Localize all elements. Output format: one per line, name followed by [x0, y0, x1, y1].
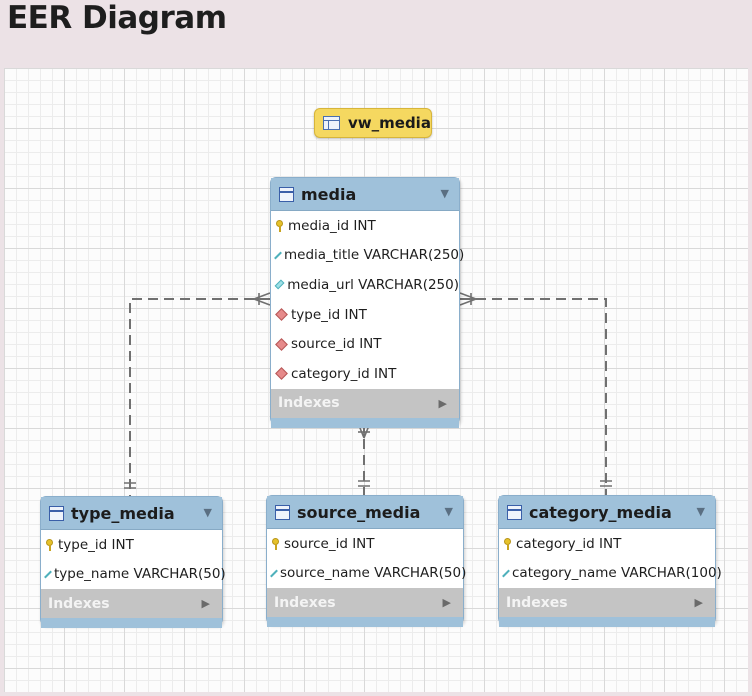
- collapse-toggle-icon[interactable]: ▼: [444, 505, 453, 518]
- column-row[interactable]: category_id INT: [499, 529, 715, 559]
- view-vw-media[interactable]: vw_media: [314, 108, 432, 138]
- attribute-icon: [44, 570, 52, 579]
- table-name: type_media: [71, 503, 175, 523]
- diagram-canvas[interactable]: vw_media media ▼ media_id INT media_titl…: [4, 68, 748, 692]
- table-footer: [499, 617, 715, 628]
- column-row[interactable]: type_name VARCHAR(50): [41, 560, 226, 590]
- column-label: source_id INT: [284, 535, 375, 552]
- collapse-toggle-icon[interactable]: ▼: [440, 187, 449, 200]
- table-header[interactable]: media ▼: [271, 178, 459, 211]
- column-label: category_id INT: [516, 535, 622, 552]
- expand-arrow-icon[interactable]: ▶: [438, 396, 447, 410]
- table-header[interactable]: category_media ▼: [499, 496, 715, 529]
- attribute-icon: [274, 251, 282, 260]
- table-name: category_media: [529, 502, 672, 522]
- table-source-media[interactable]: source_media ▼ source_id INT source_name…: [266, 495, 467, 628]
- attribute-icon: [502, 569, 510, 578]
- table-type-media[interactable]: type_media ▼ type_id INT type_name VARCH…: [40, 496, 226, 629]
- expand-arrow-icon[interactable]: ▶: [694, 596, 703, 610]
- column-row[interactable]: media_title VARCHAR(250): [271, 241, 464, 271]
- column-row[interactable]: type_id INT: [41, 530, 222, 560]
- view-name: vw_media: [348, 114, 431, 132]
- primary-key-icon: [272, 537, 280, 550]
- column-label: type_id INT: [58, 536, 134, 553]
- crowfoot-right: [459, 292, 477, 306]
- expand-arrow-icon[interactable]: ▶: [201, 597, 210, 611]
- table-icon: [507, 504, 522, 520]
- indexes-label: Indexes: [48, 595, 110, 612]
- attribute-icon: [274, 279, 285, 291]
- table-icon: [49, 505, 64, 521]
- foreign-key-icon: [275, 337, 288, 351]
- page-title: EER Diagram: [7, 0, 227, 36]
- table-footer: [271, 417, 459, 428]
- column-row[interactable]: type_id INT: [271, 300, 459, 330]
- column-row[interactable]: source_name VARCHAR(50): [267, 559, 467, 589]
- table-icon: [275, 504, 290, 520]
- indexes-section[interactable]: Indexes ▶: [499, 588, 715, 618]
- rel-line-category: [460, 298, 607, 496]
- column-label: type_name VARCHAR(50): [54, 566, 226, 583]
- indexes-section[interactable]: Indexes ▶: [41, 589, 222, 619]
- collapse-toggle-icon[interactable]: ▼: [696, 505, 705, 518]
- collapse-toggle-icon[interactable]: ▼: [203, 506, 212, 519]
- column-row[interactable]: media_id INT: [271, 211, 459, 241]
- primary-key-icon: [276, 219, 284, 232]
- one-bar-category: [600, 480, 612, 487]
- column-label: media_url VARCHAR(250): [287, 276, 459, 293]
- column-row[interactable]: category_name VARCHAR(100): [499, 559, 722, 589]
- view-icon: [323, 116, 340, 130]
- foreign-key-icon: [275, 308, 288, 321]
- column-label: type_id INT: [291, 306, 367, 323]
- primary-key-icon: [504, 537, 512, 550]
- table-footer: [41, 618, 222, 629]
- rel-line-type: [129, 298, 270, 496]
- column-label: category_name VARCHAR(100): [512, 565, 722, 582]
- crowfoot-left: [253, 292, 271, 306]
- table-name: source_media: [297, 502, 421, 522]
- column-row[interactable]: source_id INT: [267, 529, 463, 559]
- foreign-key-icon: [275, 367, 288, 381]
- table-category-media[interactable]: category_media ▼ category_id INT categor…: [498, 495, 722, 628]
- column-label: source_name VARCHAR(50): [280, 565, 467, 582]
- column-row[interactable]: category_id INT: [271, 359, 459, 389]
- column-label: source_id INT: [291, 336, 382, 353]
- indexes-section[interactable]: Indexes ▶: [267, 588, 463, 618]
- column-label: category_id INT: [291, 365, 397, 382]
- indexes-label: Indexes: [274, 594, 336, 611]
- table-media[interactable]: media ▼ media_id INT media_title VARCHAR…: [270, 177, 464, 428]
- primary-key-icon: [46, 538, 54, 551]
- attribute-icon: [270, 569, 278, 578]
- one-bar-type: [124, 482, 136, 489]
- column-row[interactable]: source_id INT: [271, 329, 459, 359]
- one-bar-source: [358, 480, 370, 487]
- table-footer: [267, 617, 463, 628]
- column-label: media_id INT: [288, 217, 376, 234]
- indexes-label: Indexes: [506, 594, 568, 611]
- table-name: media: [301, 184, 357, 204]
- table-header[interactable]: type_media ▼: [41, 497, 222, 530]
- expand-arrow-icon[interactable]: ▶: [442, 596, 451, 610]
- table-icon: [279, 186, 294, 202]
- indexes-section[interactable]: Indexes ▶: [271, 388, 459, 418]
- column-row[interactable]: media_url VARCHAR(250): [271, 270, 459, 300]
- indexes-label: Indexes: [278, 395, 340, 412]
- column-label: media_title VARCHAR(250): [284, 247, 465, 264]
- table-header[interactable]: source_media ▼: [267, 496, 463, 529]
